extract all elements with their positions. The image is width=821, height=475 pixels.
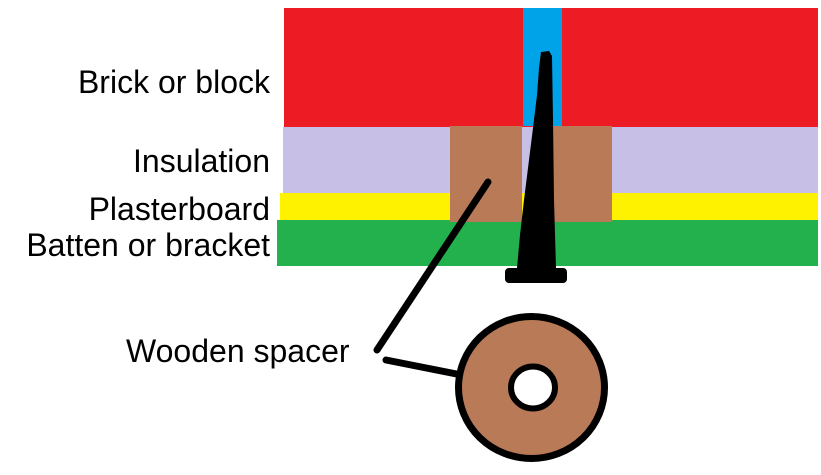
- wooden-spacer-block-right: [552, 126, 612, 222]
- leader-line-to-block: [373, 178, 492, 354]
- fixing-screw-base: [505, 268, 567, 283]
- label-brick-or-block: Brick or block: [77, 64, 270, 100]
- fixing-screw-shaft: [517, 51, 556, 268]
- label-insulation: Insulation: [133, 143, 270, 179]
- wooden-spacer-block-left: [450, 126, 522, 222]
- washer-center-hole: [508, 363, 558, 412]
- label-batten-or-bracket: Batten or bracket: [26, 227, 270, 263]
- label-plasterboard: Plasterboard: [88, 191, 270, 227]
- label-wooden-spacer: Wooden spacer: [126, 333, 350, 369]
